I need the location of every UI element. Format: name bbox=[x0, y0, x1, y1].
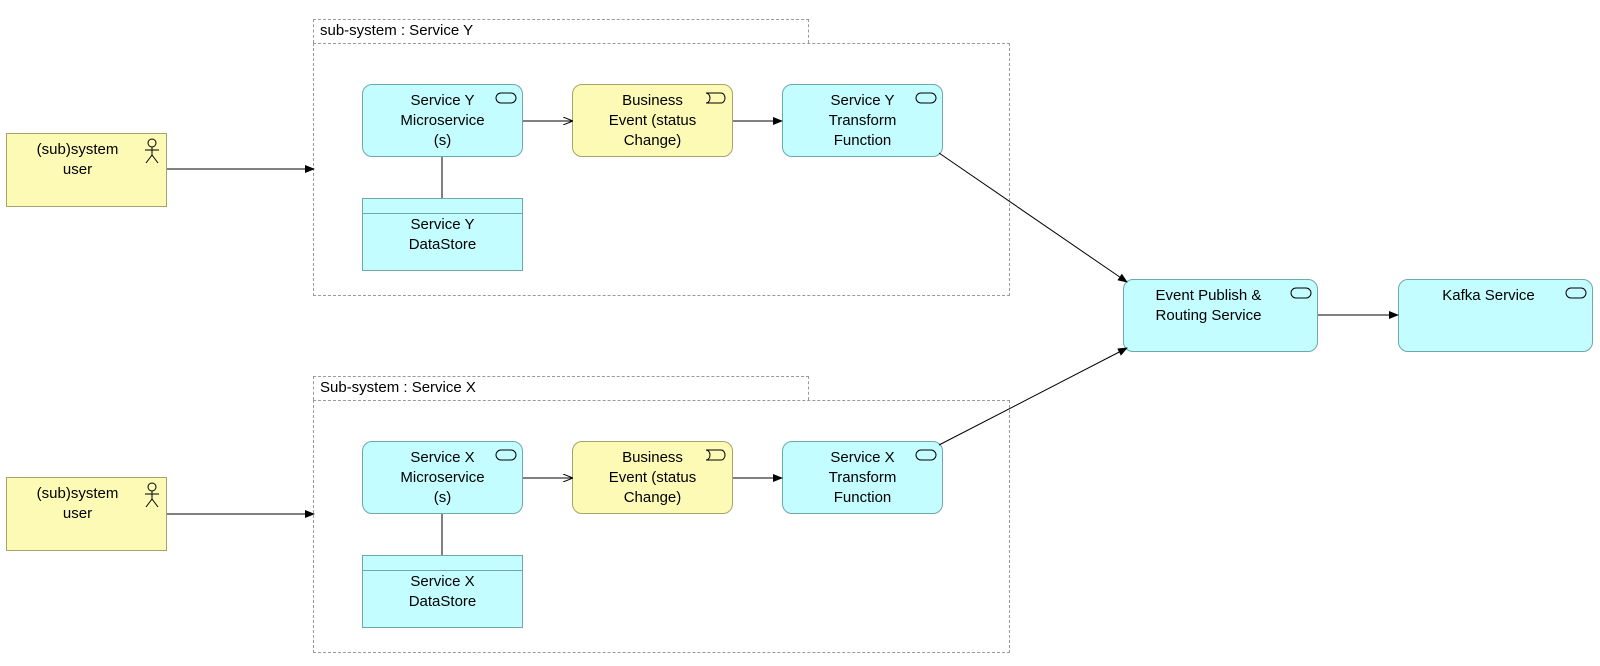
service-x-transform-function[interactable]: Service X Transform Function bbox=[782, 441, 943, 514]
kafka-service-label: Kafka Service bbox=[1442, 287, 1535, 304]
actor-icon bbox=[145, 138, 159, 164]
actor-icon bbox=[145, 482, 159, 508]
service-y-microservice[interactable]: Service Y Microservice (s) bbox=[362, 84, 523, 157]
service-icon bbox=[495, 449, 517, 461]
event-icon bbox=[705, 449, 726, 461]
service-icon bbox=[915, 449, 937, 461]
service-y-business-event-label: Business Event (status Change) bbox=[608, 92, 697, 149]
datastore-header-line bbox=[363, 213, 522, 214]
service-x-microservice-label: Service X Microservice (s) bbox=[400, 449, 485, 506]
service-y-microservice-label: Service Y Microservice (s) bbox=[400, 92, 485, 149]
service-x-business-event[interactable]: Business Event (status Change) bbox=[572, 441, 733, 514]
service-icon bbox=[1565, 287, 1587, 299]
actor-user-top-label: (sub)system user bbox=[36, 141, 119, 178]
service-y-datastore-label: Service Y DataStore bbox=[408, 216, 477, 253]
event-publish-routing-service-label: Event Publish & Routing Service bbox=[1155, 287, 1262, 324]
event-icon bbox=[705, 92, 726, 104]
service-y-datastore[interactable]: Service Y DataStore bbox=[362, 198, 523, 271]
group-service-x-title: Sub-system : Service X bbox=[313, 376, 809, 400]
group-service-x bbox=[313, 400, 1010, 653]
service-icon bbox=[915, 92, 937, 104]
service-y-business-event[interactable]: Business Event (status Change) bbox=[572, 84, 733, 157]
group-service-y-title: sub-system : Service Y bbox=[313, 19, 809, 43]
service-icon bbox=[1290, 287, 1312, 299]
service-x-transform-function-label: Service X Transform Function bbox=[828, 449, 897, 506]
service-x-datastore-label: Service X DataStore bbox=[408, 573, 477, 610]
service-icon bbox=[495, 92, 517, 104]
event-publish-routing-service[interactable]: Event Publish & Routing Service bbox=[1123, 279, 1318, 352]
service-y-transform-function[interactable]: Service Y Transform Function bbox=[782, 84, 943, 157]
actor-user-bottom[interactable]: (sub)system user bbox=[6, 477, 167, 551]
actor-user-top[interactable]: (sub)system user bbox=[6, 133, 167, 207]
datastore-header-line bbox=[363, 570, 522, 571]
service-x-microservice[interactable]: Service X Microservice (s) bbox=[362, 441, 523, 514]
actor-user-bottom-label: (sub)system user bbox=[36, 485, 119, 522]
kafka-service[interactable]: Kafka Service bbox=[1398, 279, 1593, 352]
service-x-business-event-label: Business Event (status Change) bbox=[608, 449, 697, 506]
service-y-transform-function-label: Service Y Transform Function bbox=[828, 92, 897, 149]
service-x-datastore[interactable]: Service X DataStore bbox=[362, 555, 523, 628]
